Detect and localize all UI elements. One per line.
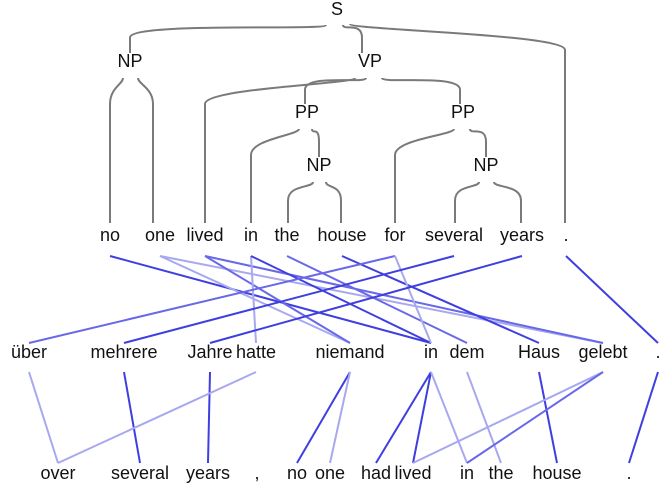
alignment-link-de-reordered <box>412 371 604 464</box>
tree-node-np-years: NP <box>473 155 498 175</box>
reordered-token: several <box>111 463 169 483</box>
german-token: dem <box>449 342 484 362</box>
alignment-link-en-de <box>123 255 455 344</box>
reordered-token: over <box>40 463 75 483</box>
alignment-link-en-de <box>286 255 468 344</box>
english-token: house <box>317 225 366 245</box>
alignment-link-de-reordered <box>430 371 468 464</box>
alignment-link-de-reordered <box>466 371 604 464</box>
alignment-links-english-german <box>28 255 659 344</box>
tree-edge-np-one <box>137 77 154 223</box>
tree-edge-pp-for <box>394 128 455 223</box>
english-token: the <box>274 225 299 245</box>
alignment-link-de-reordered <box>57 371 257 464</box>
german-token: . <box>655 342 660 362</box>
alignment-link-en-de <box>204 255 604 344</box>
alignment-link-en-de <box>159 255 604 344</box>
tree-node-vp: VP <box>358 51 382 71</box>
german-token: mehrere <box>90 342 157 362</box>
tree-edge-vp-pp <box>304 77 367 104</box>
tree-edge-np-years <box>493 181 522 223</box>
german-token: Jahre <box>187 342 232 362</box>
alignment-link-de-reordered <box>628 371 659 464</box>
alignment-link-de-reordered <box>329 371 351 464</box>
alignment-link-en-de <box>109 255 432 344</box>
tree-edge-s-period <box>349 23 566 223</box>
german-token: in <box>424 342 438 362</box>
alignment-link-en-de <box>565 255 659 344</box>
reordered-token: lived <box>394 463 431 483</box>
english-token: years <box>500 225 544 245</box>
reordered-token: house <box>532 463 581 483</box>
alignment-link-en-de <box>204 255 351 344</box>
tree-edge-np-the <box>287 181 314 223</box>
tree-edge-np-house <box>325 181 342 223</box>
reordered-token: , <box>254 463 259 483</box>
german-token: Haus <box>518 342 560 362</box>
tree-edge-pp2-np <box>469 128 487 157</box>
tree-edge-vp-pp2 <box>381 77 461 104</box>
reordered-token: had <box>361 463 391 483</box>
english-token: in <box>244 225 258 245</box>
reordered-token: one <box>315 463 345 483</box>
alignment-link-de-reordered <box>28 371 59 464</box>
alignment-link-en-de <box>250 255 432 344</box>
alignment-links-german-reordered <box>28 371 659 464</box>
german-token: gelebt <box>578 342 627 362</box>
alignment-link-en-de <box>28 255 396 344</box>
alignment-link-en-de <box>159 255 351 344</box>
tree-edge-s-np <box>129 24 327 53</box>
alignment-link-en-de <box>209 255 523 344</box>
tree-node-pp-for: PP <box>451 102 475 122</box>
tree-edge-pp-np <box>311 128 320 157</box>
tree-node-np-subject: NP <box>117 51 142 71</box>
tree-edge-np-no <box>109 77 124 223</box>
alignment-link-en-de <box>250 255 257 344</box>
reordered-token: . <box>626 463 631 483</box>
reordered-token: no <box>287 463 307 483</box>
tree-node-pp-in: PP <box>295 102 319 122</box>
parse-tree-edges <box>109 23 566 223</box>
reordered-token: in <box>460 463 474 483</box>
alignment-link-de-reordered <box>466 371 502 464</box>
tree-edge-pp-in <box>250 128 300 223</box>
german-token: niemand <box>315 342 384 362</box>
reordered-token: the <box>488 463 513 483</box>
tree-edge-vp-lived <box>204 77 356 223</box>
tree-edge-s-vp <box>342 24 363 53</box>
tree-node-np-house: NP <box>306 155 331 175</box>
alignment-link-de-reordered <box>207 371 211 464</box>
english-token: for <box>384 225 405 245</box>
german-token: hatte <box>236 342 276 362</box>
parse-tree-nodes: S NP VP PP PP NP NP <box>117 0 498 175</box>
tree-node-s: S <box>331 0 343 19</box>
alignment-link-en-de <box>341 255 540 344</box>
english-token: lived <box>186 225 223 245</box>
tree-edge-np-several <box>454 181 480 223</box>
alignment-link-de-reordered <box>123 371 141 464</box>
english-token: no <box>100 225 120 245</box>
english-token: several <box>425 225 483 245</box>
german-token: über <box>11 342 47 362</box>
english-token: one <box>145 225 175 245</box>
reordered-token: years <box>186 463 230 483</box>
alignment-link-de-reordered <box>296 371 351 464</box>
alignment-link-de-reordered <box>538 371 558 464</box>
alignment-link-de-reordered <box>412 371 432 464</box>
alignment-link-de-reordered <box>375 371 432 464</box>
english-token: . <box>563 225 568 245</box>
